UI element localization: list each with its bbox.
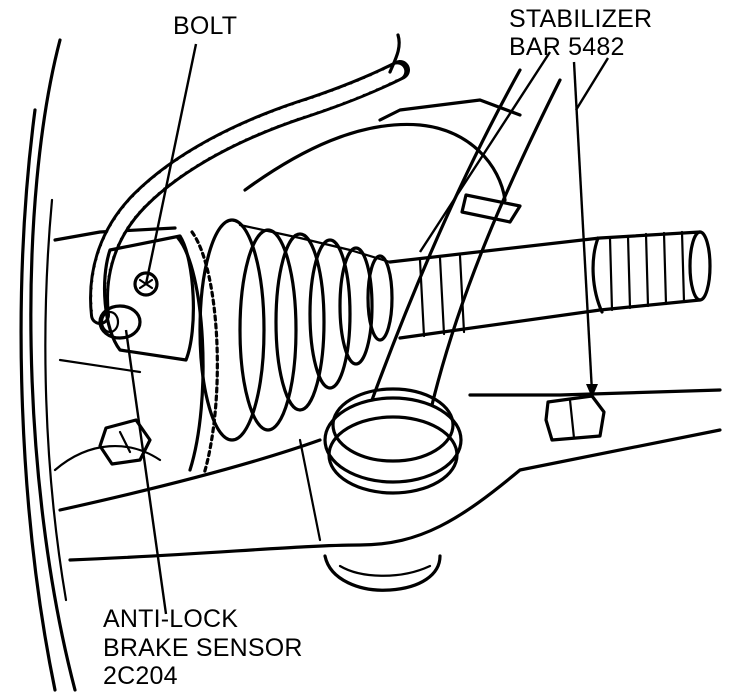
leader-stabilizer-3 — [576, 58, 608, 110]
label-sensor-line3: 2C204 — [103, 662, 178, 691]
half-shaft — [390, 232, 710, 338]
label-stabilizer-line2: BAR 5482 — [509, 33, 625, 62]
leader-sensor — [126, 330, 166, 614]
leader-stabilizer-2 — [574, 62, 592, 392]
link-nut — [546, 396, 604, 440]
label-bolt: BOLT — [173, 12, 237, 41]
label-sensor-line1: ANTI-LOCK — [103, 605, 238, 634]
label-stabilizer-line1: STABILIZER — [509, 5, 652, 34]
stabilizer-bushing — [325, 389, 461, 493]
stabilizer-bar — [372, 70, 560, 405]
label-sensor-line2: BRAKE SENSOR — [103, 634, 303, 663]
wheel-edge — [21, 40, 75, 690]
tone-ring — [178, 232, 217, 474]
cv-boot — [200, 220, 392, 440]
ball-joint — [325, 556, 440, 590]
leader-stabilizer-1 — [420, 52, 550, 252]
